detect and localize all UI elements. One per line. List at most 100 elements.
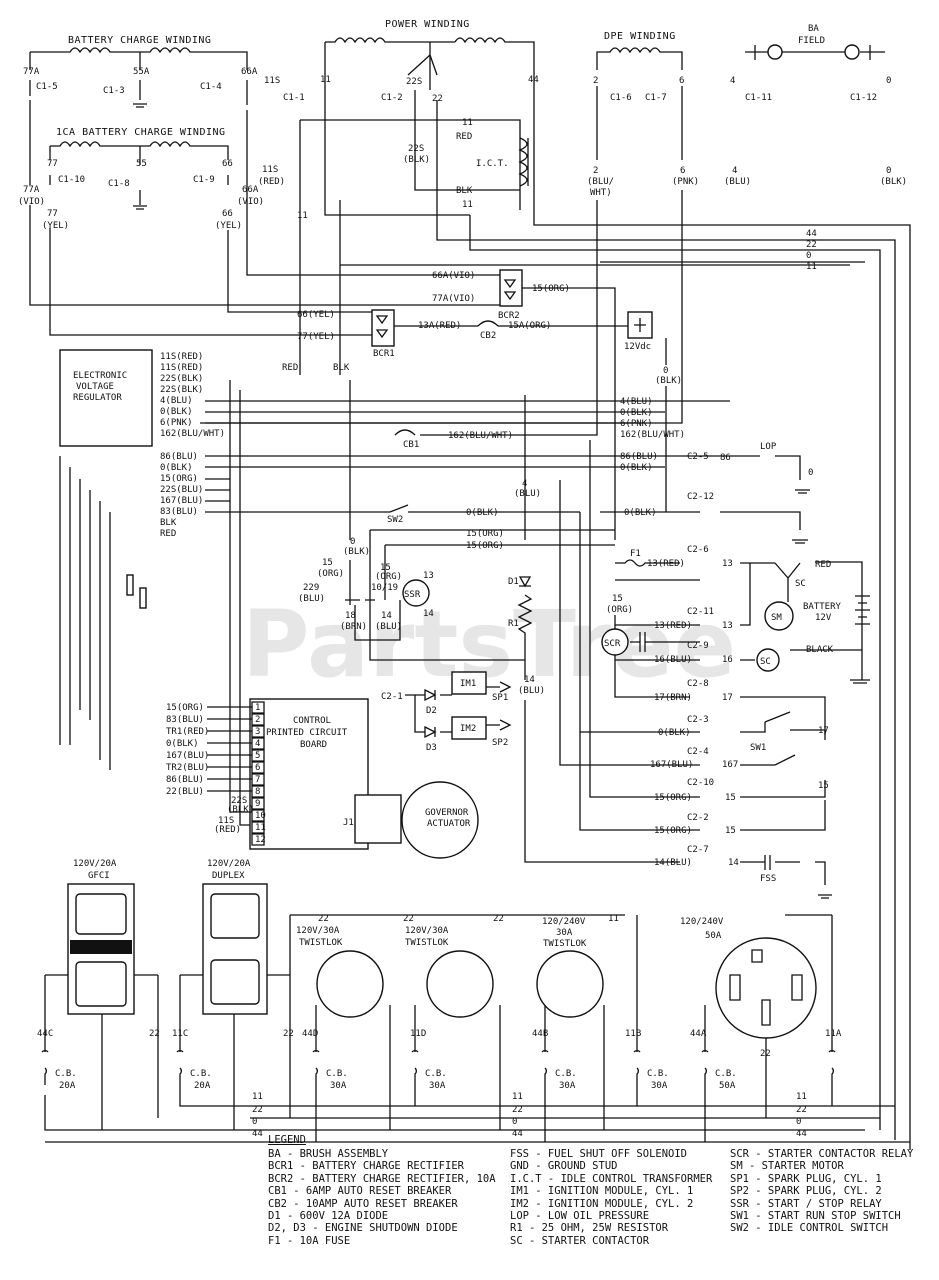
- regulator-bus: [205, 395, 730, 540]
- connector-c1-6: C1-6: [610, 93, 632, 103]
- pcb-pin-box: [251, 821, 265, 834]
- r1-label: R1: [508, 619, 519, 629]
- wire-77a-lower: 77A: [23, 185, 40, 195]
- harness-left-bus: [205, 455, 700, 513]
- legend-item: FSS - FUEL SHUT OFF SOLENOID: [510, 1148, 688, 1160]
- pcb-pin-number: 4: [255, 739, 260, 749]
- wire-11-mid: 11: [297, 211, 308, 221]
- connector-c2-11: C2-11: [687, 607, 714, 617]
- wire-22-tw2: 22: [403, 914, 414, 924]
- harness-left-label: 167(BLU): [160, 496, 203, 506]
- battery-voltage: 12V: [815, 613, 832, 623]
- twistlok-outlet-2: [426, 950, 494, 1018]
- connector-c2-7: C2-7: [687, 845, 709, 855]
- legend-col-3: SCR - STARTER CONTACTOR RELAY SM - START…: [730, 1148, 913, 1235]
- ict-coil: [518, 137, 529, 187]
- 50a-outlet: [715, 937, 817, 1039]
- j1-label: J1: [343, 818, 354, 828]
- wire-11s-top: 11S: [264, 76, 280, 86]
- wire-red-left: RED: [282, 363, 298, 373]
- legend-item: GND - GROUND STUD: [510, 1160, 618, 1173]
- voltage-regulator: [59, 349, 153, 447]
- wire-55a: 55A: [133, 67, 150, 77]
- wire-66a-vio: (VIO): [237, 197, 264, 207]
- spark-plug-icon: [499, 681, 512, 731]
- tw1-title1: 120V/30A: [296, 926, 340, 936]
- control-pcb: [249, 698, 369, 850]
- wire-11d: 11D: [410, 1029, 426, 1039]
- bus44-label-2: 44: [512, 1129, 523, 1139]
- breaker-rating: 50A: [719, 1081, 736, 1091]
- relay-leads: [345, 380, 401, 641]
- harness-left-label: 83(BLU): [160, 507, 198, 517]
- legend-item: CB2 - 10AMP AUTO RESET BREAKER: [268, 1197, 458, 1210]
- battery-black: BLACK: [806, 645, 834, 655]
- breaker-label: C.B.: [425, 1069, 447, 1079]
- harness-verticals: [59, 456, 111, 770]
- pcb-input-label: 22(BLU): [166, 787, 204, 797]
- wire-66-yel-lbl: 66(YEL): [297, 310, 335, 320]
- bcr1-rectifier: [371, 309, 395, 347]
- legend-item: CB1 - 6AMP AUTO RESET BREAKER: [268, 1185, 452, 1198]
- legend-col-1: BA - BRUSH ASSEMBLY BCR1 - BATTERY CHARG…: [268, 1148, 496, 1247]
- pcb-pin-box: [251, 749, 265, 762]
- ssr-13: 13: [423, 571, 434, 581]
- wire-4-d1-blu: (BLU): [514, 489, 541, 499]
- gfci-title2: GFCI: [88, 871, 110, 881]
- wire-18-brn: (BRN): [340, 622, 367, 632]
- wire-22-gfci: 22: [149, 1029, 160, 1039]
- tw3-title3: TWISTLOK: [543, 939, 587, 949]
- ssr-wire-15a: 15(ORG): [466, 529, 504, 539]
- harness-left-labels: 86(BLU)0(BLK)15(ORG)22S(BLU)167(BLU)83(B…: [160, 452, 203, 539]
- sw2-leads: [389, 504, 808, 544]
- battery-label: BATTERY: [803, 602, 842, 612]
- pcb-pin-number: 10: [255, 811, 266, 821]
- tw2-title1: 120V/30A: [405, 926, 449, 936]
- wire-77-yel-lbl: 77(YEL): [297, 332, 335, 342]
- scr-15: 15: [612, 594, 623, 604]
- c2-11-13: 13: [722, 621, 733, 631]
- 1ca-taps: [49, 146, 141, 165]
- c2-3-wire: 0(BLK): [658, 728, 691, 738]
- wire-77a-vio-lbl: 77A(VIO): [432, 294, 475, 304]
- legend-item: LOP - LOW OIL PRESSURE: [510, 1210, 650, 1223]
- bcr2-label: BCR2: [498, 311, 520, 321]
- pcb-side-leads: [229, 380, 250, 826]
- connector-c1-7: C1-7: [645, 93, 667, 103]
- wire-77a: 77A: [23, 67, 40, 77]
- breaker-icon: [477, 320, 499, 327]
- wire-66a-lower: 66A: [242, 185, 259, 195]
- ssr-leads: [369, 529, 615, 661]
- plug-icon: [634, 318, 646, 332]
- wire-4-blu: (BLU): [724, 177, 751, 187]
- legend-item: SSR - START / STOP RELAY: [730, 1197, 882, 1210]
- ict-wire-11b: 11: [462, 200, 473, 210]
- bus11-label: 11: [252, 1092, 263, 1102]
- connector-c2-4: C2-4: [687, 747, 709, 757]
- pcb-pin-box: [251, 785, 265, 798]
- wire-44d: 44D: [302, 1029, 318, 1039]
- legend-col-2: FSS - FUEL SHUT OFF SOLENOID GND - GROUN…: [510, 1148, 712, 1247]
- bcr1-leads: [49, 228, 640, 336]
- legend-item: BCR2 - BATTERY CHARGE RECTIFIER, 10A: [268, 1172, 496, 1185]
- breaker-rating: 20A: [59, 1081, 76, 1091]
- fss-lead: [524, 700, 680, 863]
- connector-c2-9: C2-9: [687, 641, 709, 651]
- c2-10-15: 15: [725, 793, 736, 803]
- harness-right-label: 86(BLU): [620, 452, 658, 462]
- ict-label: I.C.T.: [476, 159, 509, 169]
- scr-wire-13: 13(RED): [654, 621, 692, 631]
- wire-2-top: 2: [593, 76, 598, 86]
- legend-item: IM1 - IGNITION MODULE, CYL. 1: [510, 1185, 694, 1198]
- bus44-label: 44: [252, 1129, 263, 1139]
- tw2-title2: TWISTLOK: [405, 938, 449, 948]
- c2-8-17: 17: [722, 693, 733, 703]
- c2-right-leads: [740, 562, 826, 735]
- breaker-label: C.B.: [326, 1069, 348, 1079]
- connector-c1-10: C1-10: [58, 175, 85, 185]
- diode-icon: [375, 315, 389, 339]
- ground-icon: [133, 103, 147, 108]
- c2-12-wire: 0(BLK): [624, 508, 657, 518]
